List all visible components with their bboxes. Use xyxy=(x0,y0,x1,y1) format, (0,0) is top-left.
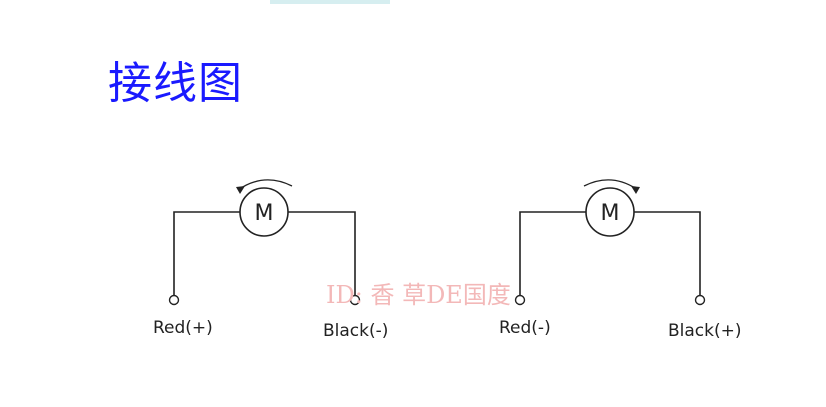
page-title: 接线图 xyxy=(108,58,243,109)
terminal-label-red-1: Red(+) xyxy=(153,318,213,338)
wire-right-2 xyxy=(634,211,701,296)
terminal-right-2 xyxy=(694,294,706,306)
wire-left-2 xyxy=(519,211,586,296)
terminal-label-red-2: Red(-) xyxy=(499,318,551,338)
wire-left-1 xyxy=(173,211,240,296)
terminal-label-black-2: Black(+) xyxy=(668,321,742,341)
wire-right-1 xyxy=(288,211,356,296)
terminal-left-2 xyxy=(514,294,526,306)
rotation-arrowhead-2 xyxy=(631,186,640,194)
motor-letter-2: M xyxy=(601,201,620,226)
terminal-left-1 xyxy=(168,294,180,306)
motor-1 xyxy=(239,187,289,237)
rotation-arrowhead-1 xyxy=(236,186,245,194)
top-decorative-band xyxy=(270,0,390,4)
terminal-label-black-1: Black(-) xyxy=(323,321,388,341)
motor-circuit-2: M Red(-) Black(+) xyxy=(499,179,742,341)
terminal-right-1 xyxy=(349,294,361,306)
motor-circuit-1: M Red(+) Black(-) xyxy=(153,179,388,341)
motor-2 xyxy=(585,187,635,237)
watermark-text: ID: 香 草DE国度 xyxy=(326,281,511,309)
motor-letter-1: M xyxy=(255,201,274,226)
